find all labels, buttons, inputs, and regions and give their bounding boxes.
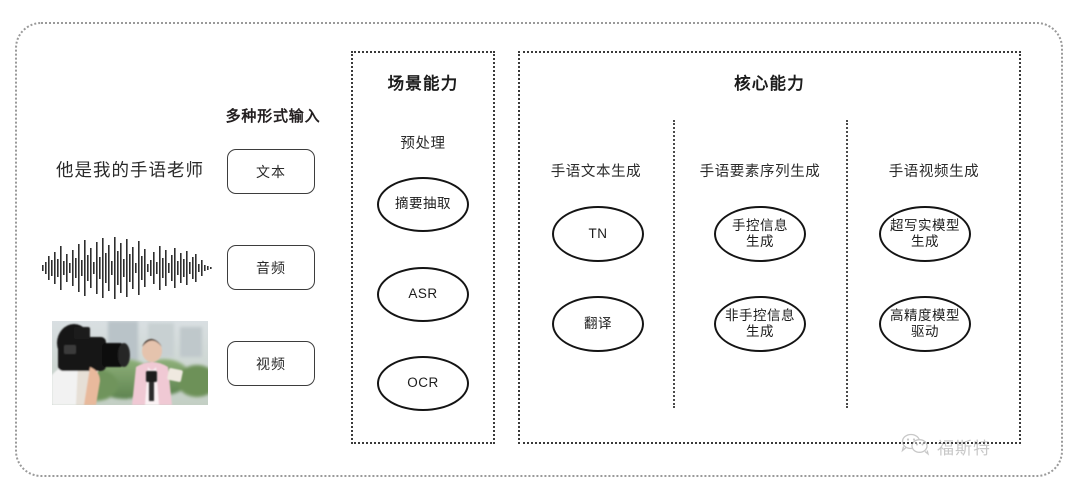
core-capability-panel xyxy=(518,51,1021,444)
inputs-heading: 多种形式输入 xyxy=(225,108,321,125)
input-modality-text[interactable]: 文本 xyxy=(227,149,315,194)
wechat-icon xyxy=(900,432,930,461)
node-line-1: 超写实模型 xyxy=(890,217,960,233)
scene-panel-title: 场景能力 xyxy=(387,75,459,93)
core-node-nonmanual-info-generation[interactable]: 非手控信息 生成 xyxy=(714,296,806,352)
outer-frame xyxy=(15,22,1063,477)
scene-node-asr[interactable]: ASR xyxy=(377,267,469,322)
node-line-2: 生成 xyxy=(911,234,939,249)
core-column-2-label: 手语视频生成 xyxy=(888,164,980,180)
audio-waveform-icon xyxy=(40,234,215,302)
core-column-0-label: 手语文本生成 xyxy=(550,164,642,180)
scene-capability-panel xyxy=(351,51,495,444)
node-line-1: 高精度模型 xyxy=(890,307,960,323)
node-line-2: 生成 xyxy=(746,324,774,339)
core-panel-title: 核心能力 xyxy=(734,75,805,93)
core-node-tn[interactable]: TN xyxy=(552,206,644,262)
node-line-2: 生成 xyxy=(746,234,774,249)
input-modality-audio[interactable]: 音频 xyxy=(227,245,315,290)
core-node-high-precision-model-driving[interactable]: 高精度模型 驱动 xyxy=(879,296,971,352)
node-line-1: 翻译 xyxy=(584,315,612,331)
watermark: 福斯特 xyxy=(900,432,991,461)
input-modality-video[interactable]: 视频 xyxy=(227,341,315,386)
scene-node-ocr[interactable]: OCR xyxy=(377,356,469,411)
core-node-translation[interactable]: 翻译 xyxy=(552,296,644,352)
node-line-1: TN xyxy=(588,225,608,241)
scene-node-summary-extraction[interactable]: 摘要抽取 xyxy=(377,177,469,232)
watermark-text: 福斯特 xyxy=(937,439,991,458)
core-node-manual-info-generation[interactable]: 手控信息 生成 xyxy=(714,206,806,262)
node-line-1: 手控信息 xyxy=(732,217,788,233)
node-line-2: 驱动 xyxy=(911,324,939,339)
scene-panel-sublabel: 预处理 xyxy=(400,136,446,152)
core-column-divider-2 xyxy=(846,120,848,408)
core-column-divider-1 xyxy=(673,120,675,408)
core-column-1-label: 手语要素序列生成 xyxy=(699,164,821,180)
node-line-1: 非手控信息 xyxy=(725,307,795,323)
video-thumbnail xyxy=(52,321,208,405)
sample-sentence-text: 他是我的手语老师 xyxy=(56,160,204,180)
core-node-hyperrealistic-model-generation[interactable]: 超写实模型 生成 xyxy=(879,206,971,262)
